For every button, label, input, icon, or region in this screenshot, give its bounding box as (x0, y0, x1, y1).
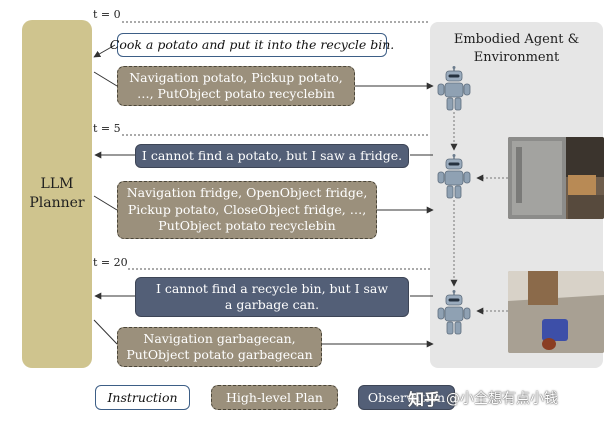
llm-planner: LLM Planner (22, 20, 92, 368)
arrow-instruction-tail (93, 44, 116, 58)
environment-title: Embodied Agent & Environment (430, 31, 603, 67)
robot-icon (437, 290, 471, 335)
timestep-label-5: t = 5 (93, 122, 121, 135)
garbage-can-scene-image (508, 271, 604, 353)
watermark-brand: 知乎 (408, 390, 441, 409)
kitchen-scene-image (508, 137, 604, 219)
watermark-author: @小全想有点小钱 (446, 391, 559, 407)
timestep-label-0: t = 0 (93, 8, 121, 21)
environment-title-line1: Embodied Agent & (453, 32, 580, 47)
arrow-plan-3-in (93, 319, 118, 345)
robot-icon (437, 66, 471, 111)
observation-box-1: I cannot find a potato, but I saw a frid… (135, 144, 409, 168)
arrow-plan-1-in (93, 71, 118, 87)
legend-plan: High-level Plan (211, 385, 338, 410)
arrow-plan-2-in (93, 195, 118, 211)
plan-box-2: Navigation fridge, OpenObject fridge, Pi… (117, 181, 377, 239)
observation-box-2: I cannot find a recycle bin, but I saw a… (135, 277, 409, 317)
robot-icon (437, 154, 471, 199)
timestep-label-20: t = 20 (93, 256, 128, 269)
legend-observation: Observation (358, 385, 455, 410)
watermark: 知乎 @小全想有点小钱 (408, 386, 558, 410)
instruction-box: Cook a potato and put it into the recycl… (110, 33, 394, 57)
legend-instruction: Instruction (95, 385, 190, 410)
plan-box-1: Navigation potato, Pickup potato, …, Put… (117, 66, 355, 106)
environment-title-line2: Environment (473, 50, 560, 65)
plan-box-3: Navigation garbagecan, PutObject potato … (117, 327, 322, 367)
planner-label-line1: LLM (40, 176, 74, 192)
planner-label-line2: Planner (29, 195, 85, 211)
